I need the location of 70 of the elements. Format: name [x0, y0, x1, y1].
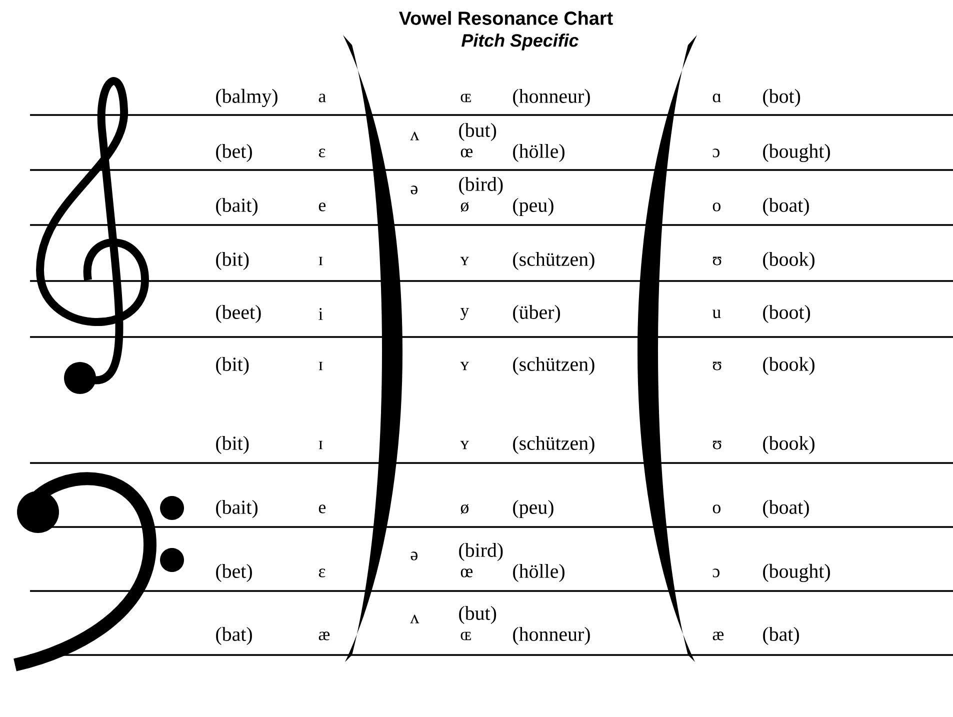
chart-title: Vowel Resonance Chart — [399, 11, 613, 25]
phonetic-symbol: u — [712, 310, 721, 318]
example-word: (boot) — [763, 304, 810, 324]
phonetic-symbol: ɪ — [318, 440, 322, 450]
example-word: (bird) — [459, 176, 503, 196]
phonetic-symbol: i — [318, 308, 323, 320]
phonetic-symbol: o — [712, 202, 720, 212]
phonetic-symbol: ʊ — [712, 362, 722, 370]
example-word: (bat) — [216, 626, 252, 646]
example-word: (beet) — [216, 304, 261, 324]
phonetic-symbol: ɪ — [318, 362, 322, 370]
example-word: (bet) — [216, 144, 252, 162]
example-word: (hölle) — [513, 564, 564, 582]
phonetic-symbol: ɑ — [712, 94, 721, 102]
example-word: (but) — [459, 122, 496, 142]
phonetic-symbol: e — [318, 504, 326, 514]
phonetic-symbol: ʏ — [460, 256, 469, 266]
phonetic-symbol: ʌ — [410, 132, 420, 140]
example-word: (balmy) — [216, 88, 278, 108]
example-word: (honneur) — [513, 626, 590, 646]
example-word: (bet) — [216, 564, 252, 582]
phonetic-symbol: ɛ — [318, 148, 326, 158]
example-word: (über) — [513, 304, 560, 324]
phonetic-symbol: ɔ — [712, 568, 720, 578]
example-word: (bought) — [763, 144, 830, 162]
phonetic-symbol: ʏ — [460, 440, 469, 450]
example-word: (bit) — [216, 356, 249, 376]
phonetic-symbol: ø — [460, 202, 469, 212]
phonetic-symbol: a — [318, 94, 326, 102]
phonetic-symbol: ɶ — [460, 632, 471, 640]
phonetic-symbol: ə — [410, 552, 418, 560]
example-word: (schützen) — [513, 252, 594, 270]
example-word: (book) — [763, 252, 814, 270]
phonetic-symbol: æ — [318, 632, 330, 640]
example-word: (schützen) — [513, 436, 594, 454]
phonetic-symbol: ʊ — [712, 440, 722, 450]
example-word: (bait) — [216, 198, 258, 216]
phonetic-symbol: ɔ — [712, 148, 720, 158]
example-word: (book) — [763, 356, 814, 376]
example-word: (bait) — [216, 500, 258, 518]
example-word: (schützen) — [513, 356, 594, 376]
example-word: (bat) — [763, 626, 799, 646]
phonetic-symbol: ɪ — [318, 256, 322, 266]
phonetic-symbol: ɛ — [318, 568, 326, 578]
example-word: (bot) — [763, 88, 800, 108]
subtitle: Pitch Specific — [462, 34, 579, 50]
phonetic-symbol: ø — [460, 504, 469, 514]
example-word: (bird) — [459, 542, 503, 562]
example-word: (peu) — [513, 198, 554, 216]
example-word: (but) — [459, 606, 496, 624]
phonetic-symbol: ə — [410, 186, 418, 194]
example-word: (book) — [763, 436, 814, 454]
example-word: (bought) — [763, 564, 830, 582]
phonetic-symbol: æ — [712, 632, 724, 640]
example-word: (boat) — [763, 500, 809, 518]
phonetic-symbol: ʏ — [460, 362, 469, 370]
phonetic-symbol: ɶ — [460, 94, 471, 102]
phonetic-symbol: y — [460, 308, 470, 320]
example-word: (peu) — [513, 500, 554, 518]
example-word: (boat) — [763, 198, 809, 216]
phonetic-symbol: o — [712, 504, 720, 514]
phonetic-symbol: œ — [460, 568, 473, 578]
example-word: (bit) — [216, 436, 249, 454]
example-word: (bit) — [216, 252, 249, 270]
phonetic-symbol: ʊ — [712, 256, 722, 266]
phonetic-symbol: œ — [460, 148, 473, 158]
example-word: (honneur) — [513, 88, 590, 108]
example-word: (hölle) — [513, 144, 564, 162]
phonetic-symbol: e — [318, 202, 326, 212]
phonetic-symbol: ʌ — [410, 614, 420, 624]
